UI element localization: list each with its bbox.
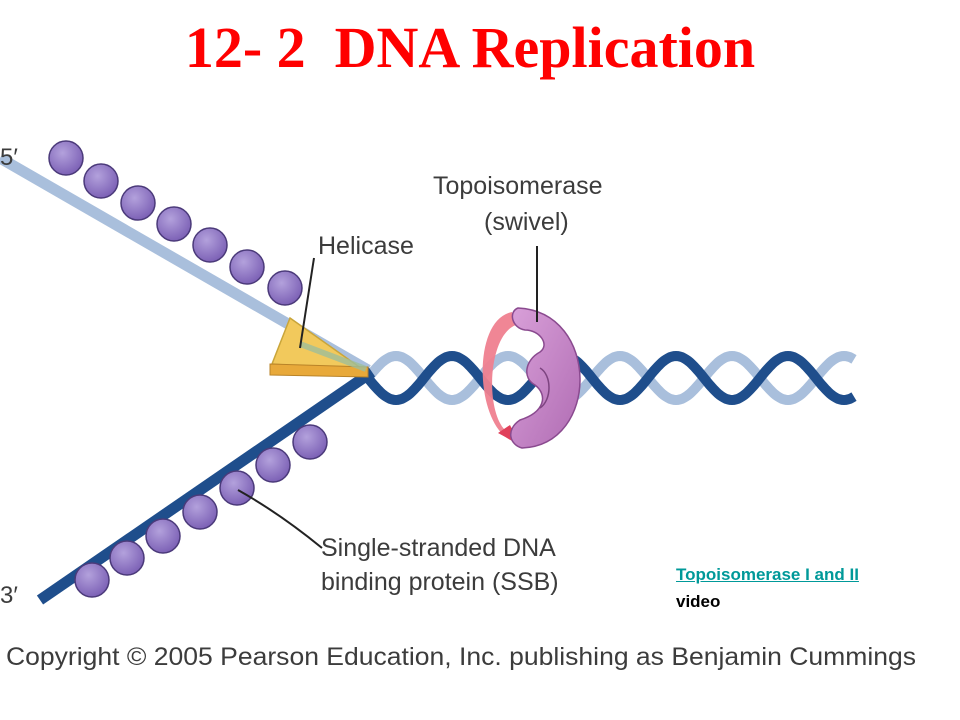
ssb-label-line2: binding protein (SSB) <box>321 568 559 596</box>
ssb-protein <box>145 518 181 554</box>
three-prime-label: 3′ <box>0 582 18 609</box>
copyright-text: Copyright © 2005 Pearson Education, Inc.… <box>6 643 916 671</box>
helicase-label: Helicase <box>318 232 414 260</box>
dna-double-helix <box>364 350 857 406</box>
ssb-protein <box>109 540 145 576</box>
slide-title: 12- 2 DNA Replication <box>184 15 756 80</box>
topoisomerase-label: Topoisomerase <box>433 172 603 200</box>
ssb-protein <box>292 424 328 460</box>
ssb-protein <box>74 562 110 598</box>
lower-template-strand <box>36 367 376 605</box>
ssb-protein <box>83 163 119 199</box>
ssb-protein <box>192 227 228 263</box>
ssb-leader-line <box>237 489 323 549</box>
ssb-label-line1: Single-stranded DNA <box>321 534 556 562</box>
helicase-enzyme <box>269 316 369 378</box>
ssb-protein <box>182 494 218 530</box>
topoisomerase-video-link[interactable]: Topoisomerase I and II <box>676 565 859 584</box>
swivel-label: (swivel) <box>484 208 569 236</box>
ssb-protein <box>48 140 84 176</box>
helix-light-strand <box>364 350 857 406</box>
ssb-protein <box>219 470 255 506</box>
dna-replication-diagram: 5′ 3′ Topoisomerase (swivel) Helicase Si… <box>0 110 960 680</box>
five-prime-label: 5′ <box>0 144 18 171</box>
video-link-block: Topoisomerase I and II video <box>676 561 859 615</box>
ssb-proteins-upper <box>48 140 303 306</box>
ssb-protein <box>120 185 156 221</box>
helicase-leader-line <box>299 257 315 349</box>
ssb-proteins-lower <box>74 424 328 598</box>
ssb-protein <box>156 206 192 242</box>
video-caption: video <box>676 592 721 611</box>
ssb-protein <box>255 447 291 483</box>
ssb-protein <box>267 270 303 306</box>
ssb-protein <box>229 249 265 285</box>
helix-dark-strand <box>364 350 857 406</box>
topoisomerase-enzyme <box>482 246 581 449</box>
